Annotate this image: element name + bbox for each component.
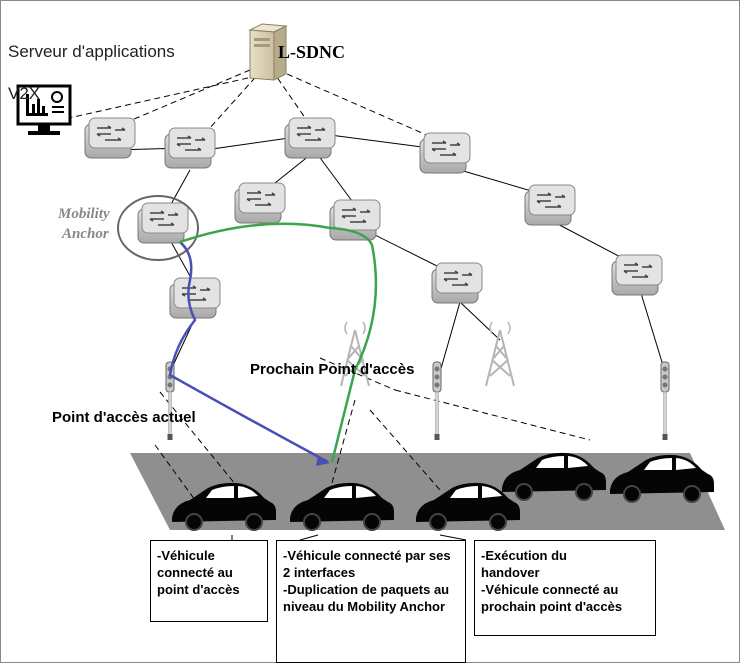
roadside-unit-icon <box>432 361 442 441</box>
note-connectors <box>231 534 467 541</box>
switch-icon <box>137 202 189 244</box>
mobility-anchor-label-line2: Anchor <box>61 226 109 242</box>
note1-line1: -Véhicule <box>157 548 215 563</box>
mobility-anchor-ring <box>117 195 199 261</box>
note3-line1: -Exécution du <box>481 548 567 563</box>
switch-icon <box>169 277 221 319</box>
note2-line3: -Duplication de paquets au <box>283 582 450 597</box>
switch-icon <box>524 184 576 226</box>
note3-line4: prochain point d'accès <box>481 599 623 614</box>
next-path-line <box>179 222 378 463</box>
tree-links <box>114 134 666 373</box>
note2-line2: 2 interfaces <box>283 565 356 580</box>
switch-icon <box>611 254 663 296</box>
note-box-current: -Véhicule connecté au point d'accès <box>150 540 268 622</box>
blue-arrowhead <box>316 456 330 466</box>
server-icon <box>248 23 288 81</box>
note-box-handover: -Exécution du handover -Véhicule connect… <box>474 540 656 636</box>
note2-line4: niveau du Mobility Anchor <box>283 599 446 614</box>
next-ap-label: Prochain Point d'accès <box>250 361 414 378</box>
note-box-duplication: -Véhicule connecté par ses 2 interfaces … <box>276 540 466 663</box>
current-path-line <box>168 241 329 464</box>
mobility-anchor-label-line1: Mobility <box>57 206 110 222</box>
switch-icon <box>234 182 286 224</box>
server-title-line1: Serveur d'applications <box>8 42 175 61</box>
note1-line3: point d'accès <box>157 582 240 597</box>
current-ap-label: Point d'accès actuel <box>52 409 196 426</box>
server-title: Serveur d'applications V2X <box>8 20 175 125</box>
note1-line2: connecté au <box>157 565 233 580</box>
server-title-line2: V2X <box>8 84 41 103</box>
note2-line1: -Véhicule connecté par ses <box>283 548 451 563</box>
switch-icon <box>329 199 381 241</box>
monitor-icon <box>16 84 72 135</box>
switch-icon <box>284 117 336 159</box>
note3-line2: handover <box>481 565 540 580</box>
switch-icon <box>431 262 483 304</box>
switch-icon <box>419 132 471 174</box>
roadside-unit-icon <box>660 361 670 441</box>
switch-icon <box>164 127 216 169</box>
cell-tower-icon <box>485 321 515 387</box>
controller-links <box>59 69 591 501</box>
controller-label: L-SDNC <box>278 42 345 62</box>
note3-line3: -Véhicule connecté au <box>481 582 619 597</box>
